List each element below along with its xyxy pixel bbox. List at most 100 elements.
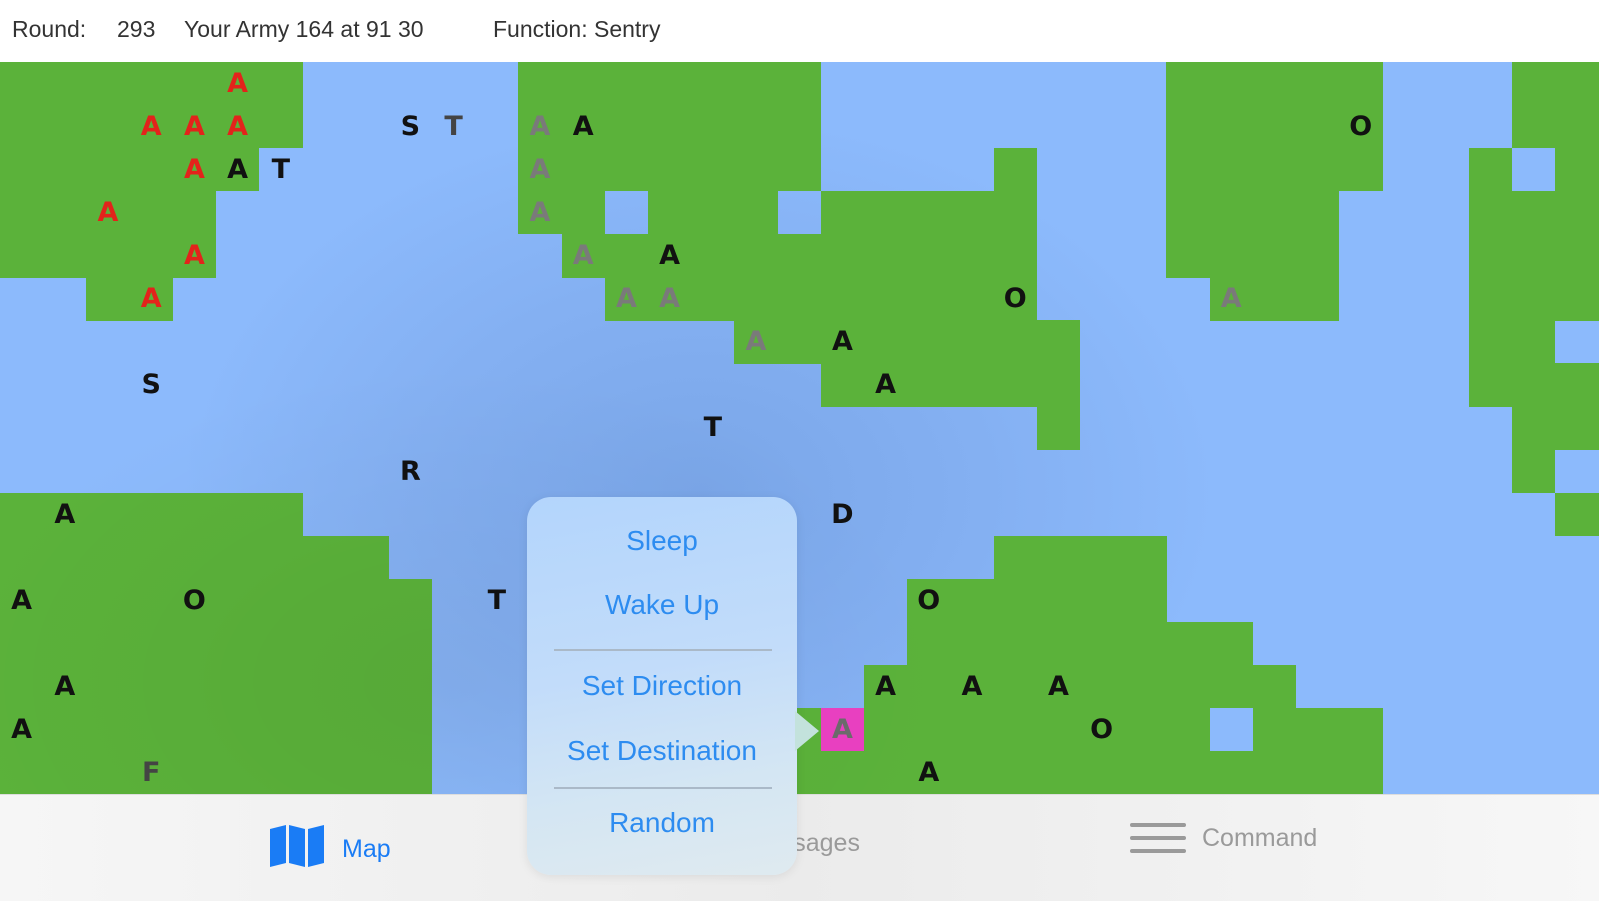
- land-tile: [993, 750, 1037, 794]
- map-unit[interactable]: A: [875, 369, 897, 401]
- land-tile: [993, 277, 1037, 321]
- map-unit[interactable]: O: [1003, 283, 1027, 315]
- selected-unit[interactable]: A: [820, 707, 864, 751]
- map-unit[interactable]: F: [141, 756, 161, 788]
- land-tile: [734, 148, 778, 192]
- land-tile: [0, 191, 44, 235]
- map-unit[interactable]: A: [961, 670, 983, 702]
- land-tile: [691, 191, 735, 235]
- land-tile: [0, 105, 44, 149]
- land-tile: [907, 191, 951, 235]
- land-tile: [43, 707, 87, 752]
- map-unit[interactable]: A: [875, 670, 897, 702]
- land-tile: [216, 578, 260, 623]
- map-unit[interactable]: A: [918, 756, 940, 788]
- menu-item-set-direction[interactable]: Set Direction: [581, 670, 743, 701]
- map-unit[interactable]: T: [703, 412, 722, 444]
- land-tile: [907, 363, 951, 407]
- map-unit[interactable]: A: [659, 240, 681, 272]
- map-unit[interactable]: A: [572, 111, 594, 143]
- map-unit[interactable]: A: [572, 240, 594, 272]
- map-unit[interactable]: A: [529, 197, 551, 229]
- map-unit[interactable]: A: [227, 111, 249, 143]
- map-unit[interactable]: A: [745, 326, 767, 358]
- map-unit[interactable]: A: [140, 111, 162, 143]
- map-unit[interactable]: T: [487, 584, 506, 616]
- land-tile: [129, 707, 173, 752]
- map-unit[interactable]: A: [183, 240, 205, 272]
- menu-item-random[interactable]: Random: [609, 807, 715, 838]
- map-unit[interactable]: A: [529, 154, 551, 186]
- map-unit[interactable]: A: [1220, 283, 1242, 315]
- map-unit[interactable]: A: [11, 584, 33, 616]
- map-unit[interactable]: O: [182, 584, 206, 616]
- map-unit[interactable]: A: [529, 111, 551, 143]
- map-unit[interactable]: R: [399, 455, 421, 487]
- land-tile: [259, 62, 303, 106]
- tab-command[interactable]: Command: [1130, 823, 1317, 853]
- map-unit[interactable]: A: [227, 154, 249, 186]
- tab-map-label: Map: [342, 835, 391, 863]
- land-tile: [1252, 148, 1297, 192]
- land-tile: [864, 363, 908, 407]
- map-unit[interactable]: A: [659, 283, 681, 315]
- map-unit[interactable]: T: [271, 154, 290, 186]
- map-unit[interactable]: S: [141, 369, 161, 401]
- function-info: Function: Sentry: [493, 16, 661, 42]
- land-tile: [1555, 492, 1599, 536]
- land-tile: [648, 148, 692, 192]
- map-unit[interactable]: O: [917, 584, 941, 616]
- map-unit[interactable]: T: [444, 111, 463, 143]
- map-unit[interactable]: A: [831, 326, 853, 358]
- land-tile: [1339, 707, 1383, 752]
- land-tile: [216, 707, 260, 752]
- land-tile: [907, 277, 951, 321]
- land-tile: [172, 750, 217, 794]
- land-tile: [1252, 707, 1297, 752]
- land-tile: [1512, 234, 1556, 278]
- land-tile: [1209, 234, 1253, 278]
- map-unit[interactable]: S: [400, 111, 421, 143]
- land-tile: [1036, 664, 1081, 709]
- land-tile: [43, 62, 87, 106]
- map-unit[interactable]: A: [183, 154, 205, 186]
- land-tile: [734, 62, 778, 106]
- land-tile: [1166, 234, 1210, 278]
- land-tile: [1166, 664, 1210, 709]
- land-tile: [129, 492, 173, 536]
- land-tile: [993, 707, 1037, 752]
- land-tile: [86, 191, 130, 235]
- map-unit[interactable]: A: [11, 713, 33, 745]
- land-tile: [0, 578, 44, 623]
- menu-item-sleep[interactable]: Sleep: [626, 525, 698, 556]
- map-unit[interactable]: A: [54, 670, 76, 702]
- map-unit[interactable]: D: [831, 498, 854, 530]
- land-tile: [1080, 664, 1124, 709]
- land-tile: [518, 62, 562, 106]
- land-tile: [86, 62, 130, 106]
- menu-item-wake-up[interactable]: Wake Up: [604, 589, 720, 620]
- map-unit[interactable]: O: [1090, 713, 1114, 745]
- map-unit[interactable]: A: [140, 283, 162, 315]
- land-tile: [172, 707, 217, 752]
- tab-map[interactable]: Map: [268, 823, 391, 876]
- land-tile: [734, 234, 778, 278]
- land-tile: [345, 707, 389, 752]
- land-tile: [172, 664, 217, 709]
- land-tile: [388, 750, 433, 794]
- map-unit[interactable]: O: [1349, 111, 1373, 143]
- map-unit[interactable]: A: [227, 68, 249, 100]
- popup-arrow: [795, 711, 819, 751]
- map-unit[interactable]: A: [97, 197, 119, 229]
- map-unit[interactable]: A: [183, 111, 205, 143]
- map-unit[interactable]: A: [615, 283, 637, 315]
- land-tile: [1036, 535, 1081, 579]
- land-tile: [950, 707, 994, 752]
- land-tile: [345, 535, 389, 579]
- map-unit[interactable]: A: [54, 498, 76, 530]
- menu-item-set-destination[interactable]: Set Destination: [567, 735, 757, 766]
- land-tile: [1209, 148, 1253, 192]
- land-tile: [43, 535, 87, 579]
- map-unit[interactable]: A: [1047, 670, 1069, 702]
